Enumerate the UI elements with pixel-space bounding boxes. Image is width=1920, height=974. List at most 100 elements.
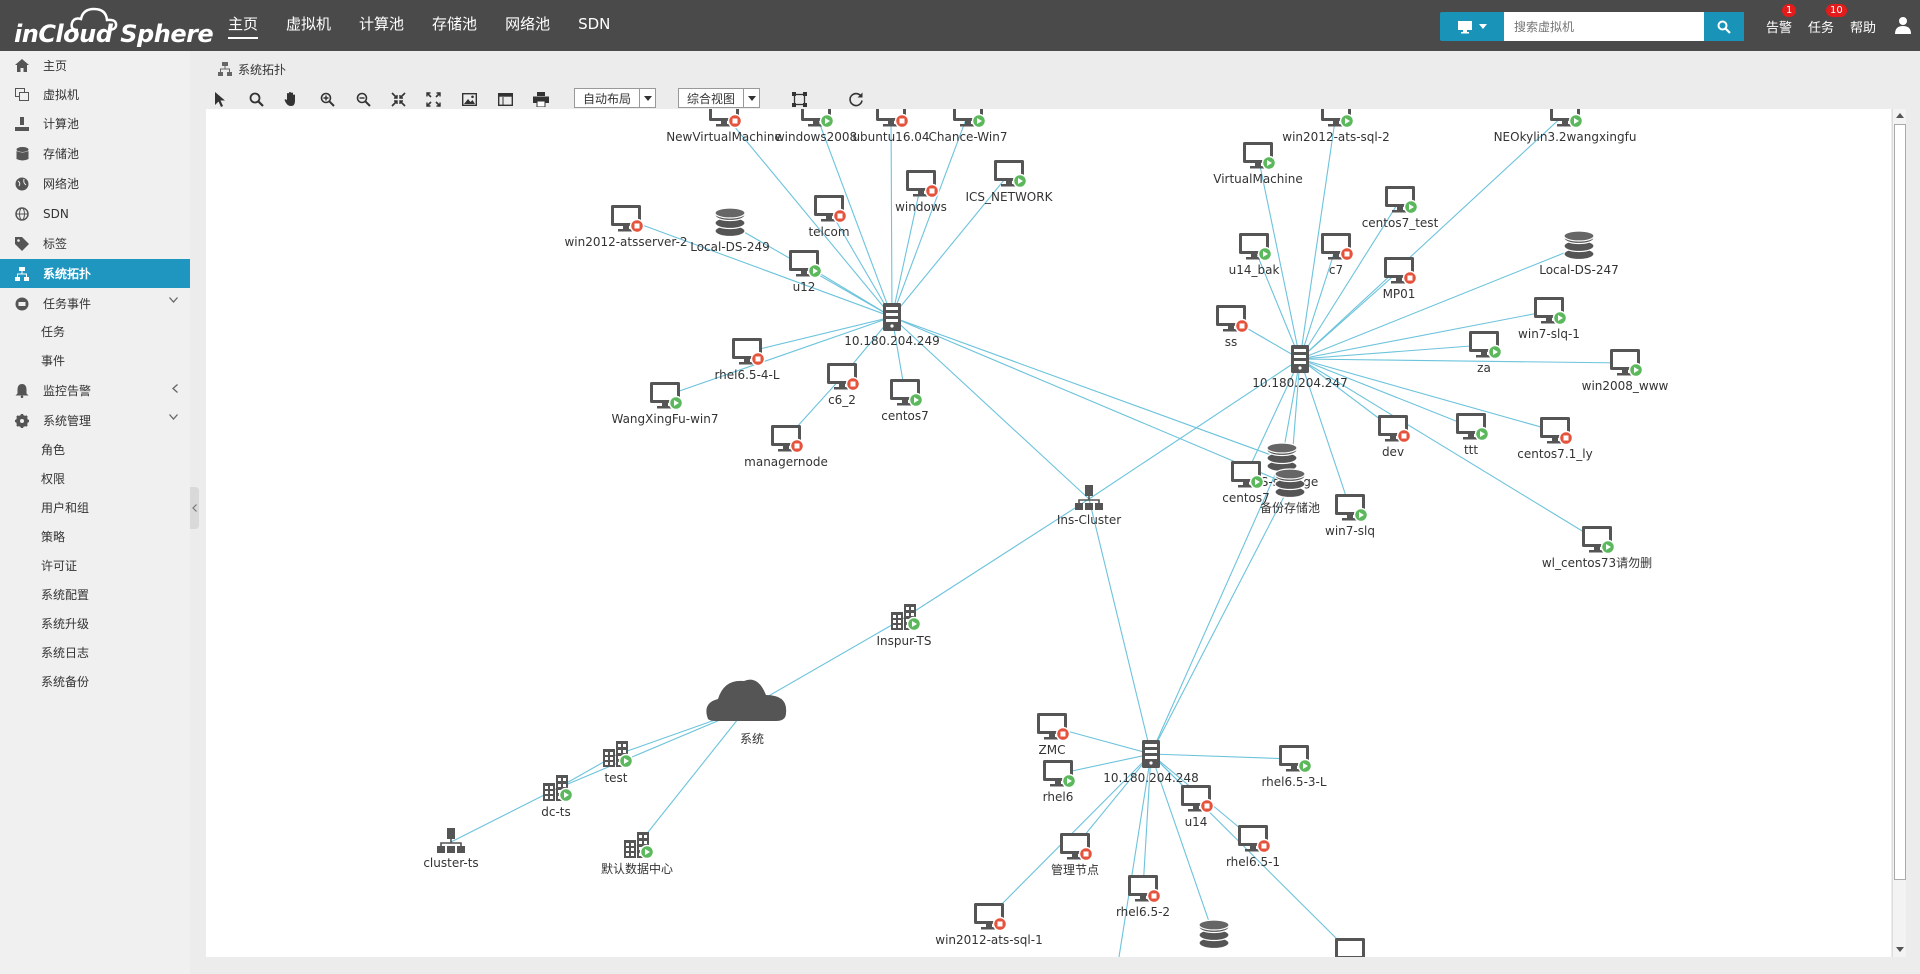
topology-node-r651[interactable]: rhel6.5-1	[1226, 825, 1280, 869]
topology-node-wlc[interactable]: wl_centos73请勿删	[1542, 526, 1652, 570]
sidebar-item-sdn[interactable]: SDN	[0, 199, 190, 228]
topology-node-za[interactable]: za	[1469, 331, 1503, 375]
topology-node-c62[interactable]: c6_2	[827, 363, 861, 407]
sidebar-item-compute[interactable]: 计算池	[0, 109, 190, 138]
topology-node-ics[interactable]: ICS_NETWORK	[966, 160, 1054, 204]
topology-node-its[interactable]: Inspur-TS	[877, 604, 932, 648]
topology-node-r652[interactable]: rhel6.5-2	[1116, 875, 1170, 919]
topology-node-mrdc[interactable]: 默认数据中心	[601, 832, 673, 876]
alarm-link[interactable]: 告警	[1766, 21, 1793, 36]
topology-graph[interactable]: 10.180.204.249 10.180.204.247 10.180.204.2…	[206, 109, 1891, 957]
topology-node-tel[interactable]: telcom	[808, 195, 850, 239]
topology-node-u12[interactable]: u12	[789, 250, 823, 294]
topology-node-h247[interactable]: 10.180.204.247	[1252, 345, 1348, 390]
topology-node-dcts[interactable]: dc-ts	[541, 775, 574, 819]
zoom-out-button[interactable]	[354, 90, 372, 108]
topology-node-sys[interactable]: 系统	[706, 679, 787, 746]
scroll-thumb[interactable]	[1894, 124, 1906, 880]
scroll-up-icon[interactable]	[1894, 110, 1906, 122]
topology-node-wx[interactable]: WangXingFu-win7	[611, 382, 719, 426]
topology-node-mgr[interactable]: managernode	[744, 425, 828, 469]
topology-node-lds247[interactable]: Local-DS-247	[1539, 230, 1619, 277]
topology-node-nvm[interactable]: NewVirtualMachine	[666, 109, 782, 144]
topnav-storage[interactable]: 存储池	[418, 0, 491, 51]
sidebar-subitem-system-config[interactable]: 系统配置	[41, 588, 90, 602]
search-button[interactable]	[1704, 12, 1744, 41]
fullscreen-button[interactable]	[424, 90, 442, 108]
sidebar-subitem-policy[interactable]: 策略	[41, 530, 66, 544]
topology-node-ss[interactable]: ss	[1216, 305, 1250, 349]
topology-node-wat[interactable]: win2012-atsserver-2	[564, 205, 688, 249]
topology-node-c7b[interactable]: c7	[1321, 233, 1355, 277]
topology-node-r654[interactable]: rhel6.5-4-L	[714, 338, 780, 382]
sidebar-item-task-events[interactable]: 任务事件	[0, 289, 190, 318]
topology-node-c71[interactable]: centos7.1_ly	[1517, 417, 1593, 461]
sidebar-item-vm[interactable]: 虚拟机	[0, 80, 190, 109]
topology-node-win[interactable]: windows	[895, 170, 947, 214]
user-icon[interactable]	[1894, 16, 1912, 34]
topology-node-dev[interactable]: dev	[1378, 415, 1412, 459]
topology-canvas[interactable]: 10.180.204.249 10.180.204.247 10.180.204.2…	[206, 109, 1891, 957]
topology-node-vmc[interactable]: VirtualMachine	[1213, 142, 1303, 186]
print-button[interactable]	[532, 90, 550, 108]
topology-node-u14b[interactable]: u14_bak	[1229, 233, 1280, 277]
topology-node-h248[interactable]: 10.180.204.248	[1103, 740, 1199, 785]
topology-node-cw7[interactable]: Chance-Win7	[929, 109, 1008, 144]
topology-node-u14[interactable]: u14	[1181, 785, 1215, 829]
sidebar-item-network[interactable]: 网络池	[0, 169, 190, 198]
sidebar-collapse-handle[interactable]	[190, 487, 199, 529]
sidebar-item-system-management[interactable]: 系统管理	[0, 406, 190, 435]
search-scope-dropdown[interactable]	[1440, 12, 1504, 41]
topnav-sdn[interactable]: SDN	[564, 0, 624, 51]
view-select[interactable]: 综合视图	[678, 88, 761, 108]
topology-node-bak[interactable]: 备份存储池	[1260, 468, 1320, 515]
sidebar-subitem-system-backup[interactable]: 系统备份	[41, 675, 90, 689]
topology-node-cts[interactable]: cluster-ts	[423, 828, 479, 870]
topology-node-s248[interactable]	[1198, 919, 1230, 950]
topnav-network[interactable]: 网络池	[491, 0, 564, 51]
topology-node-c7c[interactable]: centos7	[1222, 461, 1270, 505]
marquee-select-button[interactable]	[790, 90, 808, 108]
topology-node-ttt[interactable]: ttt	[1456, 413, 1490, 457]
sidebar-subitem-events[interactable]: 事件	[41, 354, 66, 368]
fit-button[interactable]	[389, 90, 407, 108]
sidebar-item-monitor[interactable]: 监控告警	[0, 376, 190, 405]
tasks-link[interactable]: 任务	[1808, 21, 1835, 36]
pan-tool-button[interactable]	[282, 90, 300, 108]
topology-node-r6[interactable]: rhel6	[1043, 760, 1077, 804]
topology-node-zmc[interactable]: ZMC	[1037, 713, 1071, 757]
topology-node-lds249[interactable]: Local-DS-249	[690, 207, 770, 254]
vertical-scrollbar[interactable]	[1892, 109, 1906, 957]
topology-node-wsql2[interactable]: win2012-ats-sql-2	[1282, 109, 1390, 144]
sidebar-subitem-tasks[interactable]: 任务	[41, 325, 66, 339]
select-tool-button[interactable]	[212, 90, 230, 108]
search-input[interactable]	[1504, 12, 1704, 41]
refresh-button[interactable]	[847, 90, 865, 108]
topology-node-w7s[interactable]: win7-slq	[1325, 494, 1375, 538]
sidebar-subitem-license[interactable]: 许可证	[41, 559, 78, 573]
topology-node-c7a[interactable]: centos7	[881, 379, 929, 423]
sidebar-item-home[interactable]: 主页	[0, 51, 190, 80]
zoom-in-button[interactable]	[318, 90, 336, 108]
sidebar-subitem-roles[interactable]: 角色	[41, 443, 66, 457]
topnav-compute[interactable]: 计算池	[345, 0, 418, 51]
topology-node-test[interactable]: test	[603, 741, 634, 785]
scroll-down-icon[interactable]	[1894, 943, 1906, 955]
topology-node-neo[interactable]: NEOkylin3.2wangxingfu	[1494, 109, 1637, 144]
layout-select[interactable]: 自动布局	[574, 88, 657, 108]
sidebar-item-topology[interactable]: 系统拓扑	[0, 259, 190, 288]
topology-node-h249[interactable]: 10.180.204.249	[844, 303, 940, 348]
topology-node-mgmt[interactable]: 管理节点	[1051, 833, 1099, 877]
help-link[interactable]: 帮助	[1850, 21, 1877, 36]
topology-node-vmx[interactable]	[1335, 938, 1365, 957]
topology-node-c7t[interactable]: centos7_test	[1362, 186, 1439, 230]
topology-node-w7s1[interactable]: win7-slq-1	[1518, 297, 1580, 341]
zoom-search-button[interactable]	[247, 90, 265, 108]
overview-button[interactable]	[496, 90, 514, 108]
topology-node-mp01[interactable]: MP01	[1383, 257, 1418, 301]
topology-node-ins[interactable]: Ins-Cluster	[1057, 485, 1121, 527]
sidebar-item-tags[interactable]: 标签	[0, 229, 190, 258]
sidebar-subitem-system-upgrade[interactable]: 系统升级	[41, 617, 90, 631]
sidebar-subitem-permissions[interactable]: 权限	[41, 472, 66, 486]
topology-node-wsql1[interactable]: win2012-ats-sql-1	[935, 903, 1043, 947]
